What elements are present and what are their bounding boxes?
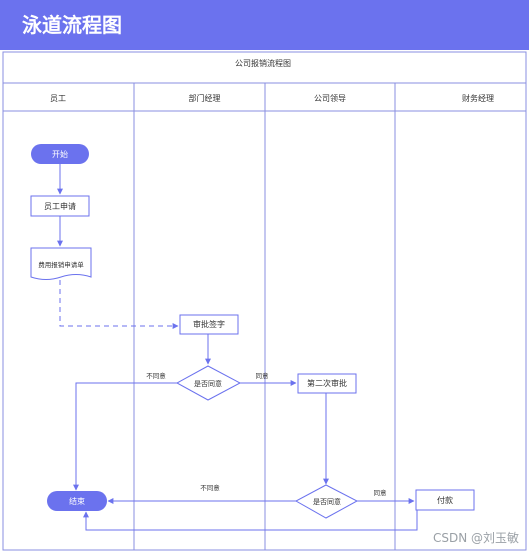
node-apply: 员工申请 xyxy=(30,195,90,217)
edge-form-sign xyxy=(59,280,179,329)
header-banner: 泳道流程图 xyxy=(0,0,529,50)
node-pay-label: 付款 xyxy=(437,495,453,505)
node-decision1-label: 是否同意 xyxy=(194,379,222,388)
edge-label-d1-yes: 同意 xyxy=(256,371,270,380)
node-second-review: 第二次审批 xyxy=(297,373,357,394)
node-form: 费用报销申请单 xyxy=(30,247,92,280)
node-end: 结束 xyxy=(47,491,107,511)
lane-header-dept-manager: 部门经理 xyxy=(188,94,221,103)
lane-header-finance-manager: 财务经理 xyxy=(462,94,494,103)
node-start-label: 开始 xyxy=(52,149,68,159)
node-decision2-label: 是否同意 xyxy=(313,497,341,506)
node-sign: 审批签字 xyxy=(179,314,239,335)
node-second-review-label: 第二次审批 xyxy=(307,378,347,388)
edge-pay-end xyxy=(83,510,418,531)
edge-label-d2-no: 不同意 xyxy=(200,483,220,492)
watermark: CSDN @刘玉敏 xyxy=(432,531,519,545)
page-title: 泳道流程图 xyxy=(22,13,122,37)
edge-label-d1-no: 不同意 xyxy=(146,371,166,380)
edge-decision1-no xyxy=(73,382,177,491)
node-decision1: 是否同意 xyxy=(175,365,242,401)
lane-header-company-leader: 公司领导 xyxy=(314,94,346,103)
node-end-label: 结束 xyxy=(69,496,85,506)
node-apply-label: 员工申请 xyxy=(44,201,76,211)
node-start: 开始 xyxy=(31,144,89,164)
edge-label-d2-yes: 同意 xyxy=(374,488,388,497)
lane-header-employee: 员工 xyxy=(50,94,66,103)
node-sign-label: 审批签字 xyxy=(193,319,225,329)
node-decision2: 是否同意 xyxy=(294,484,359,519)
diagram-title: 公司报销流程图 xyxy=(235,59,291,68)
node-form-label: 费用报销申请单 xyxy=(38,260,84,269)
node-pay: 付款 xyxy=(415,489,475,511)
